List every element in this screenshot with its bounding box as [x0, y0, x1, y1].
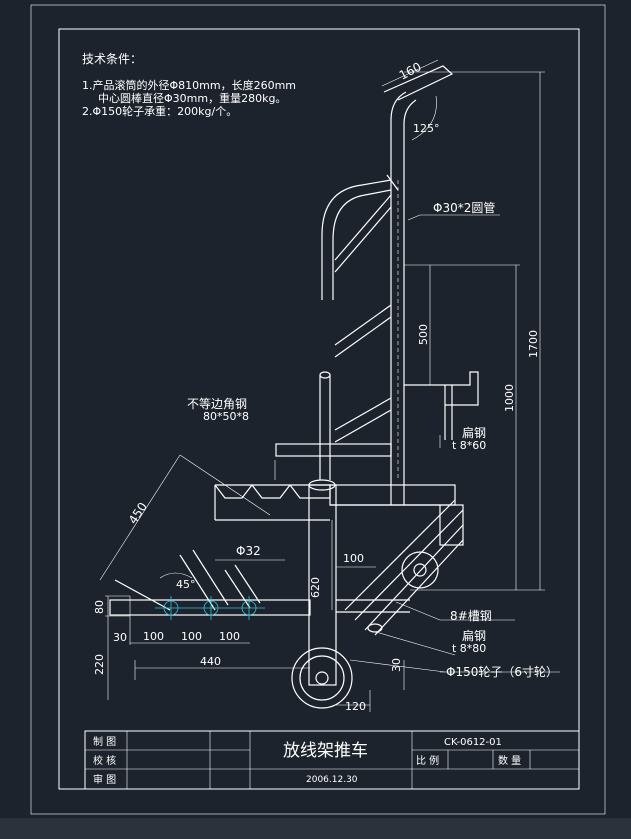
channel-label: 8#槽钢 [450, 609, 492, 623]
notes-line2: 中心圆棒直径Φ30mm，重量280kg。 [98, 91, 286, 105]
drawing-code: CK-0612-01 [444, 737, 502, 748]
dim-500: 500 [417, 324, 430, 345]
dim-30-left: 30 [113, 631, 127, 644]
dimension-texts: 160 125° Φ30*2圆管 500 1700 1000 不等边角钢 80*… [93, 60, 558, 713]
dim-100-c: 100 [219, 630, 240, 643]
dim-100-top: 100 [343, 552, 364, 565]
dim-phi32: Φ32 [236, 544, 261, 558]
flat-steel-size-1: t 8*60 [452, 439, 486, 452]
notes-line1: 1.产品滚筒的外径Φ810mm，长度260mm [82, 78, 296, 92]
dim-1000: 1000 [503, 384, 516, 412]
dim-120: 120 [345, 700, 366, 713]
drawn-label: 制 图 [93, 735, 116, 748]
drawing-date: 2006.12.30 [306, 775, 358, 785]
dim-440: 440 [200, 655, 221, 668]
flat-steel-label-1: 扁钢 [462, 426, 486, 440]
quantity-label: 数 量 [498, 754, 521, 767]
tube-label: Φ30*2圆管 [433, 200, 495, 215]
wheel-label: Φ150轮子（6寸轮） [446, 665, 558, 679]
dim-125: 125° [413, 122, 440, 135]
notes-heading: 技术条件： [82, 52, 142, 66]
angle-steel-size: 80*50*8 [203, 410, 249, 423]
approved-label: 审 图 [93, 773, 116, 786]
cart-structure [109, 65, 479, 709]
dim-1700: 1700 [527, 330, 540, 358]
dim-80: 80 [93, 600, 106, 614]
scale-label: 比 例 [416, 754, 439, 767]
dim-100-b: 100 [181, 630, 202, 643]
dim-45: 45° [176, 578, 196, 591]
dim-160: 160 [397, 60, 424, 83]
notes-line3: 2.Φ150轮子承重：200kg/个。 [82, 104, 237, 118]
angle-steel-label: 不等边角钢 [187, 397, 247, 411]
checked-label: 校 核 [93, 754, 116, 767]
bottom-status-bar [0, 818, 631, 839]
flat-steel-size-2: t 8*80 [452, 642, 486, 655]
title-block: 制 图 校 核 审 图 放线架推车 2006.12.30 CK-0612-01 … [84, 730, 580, 790]
centerlines [155, 596, 265, 620]
outer-frame [30, 4, 606, 815]
dim-220: 220 [93, 654, 106, 675]
drawing-title: 放线架推车 [283, 741, 368, 761]
dim-620: 620 [309, 577, 322, 598]
dim-100-a: 100 [143, 630, 164, 643]
flat-steel-label-2: 扁钢 [462, 629, 486, 643]
dim-450: 450 [126, 500, 150, 527]
dim-30-right: 30 [390, 658, 403, 672]
dimension-lines [99, 59, 560, 712]
